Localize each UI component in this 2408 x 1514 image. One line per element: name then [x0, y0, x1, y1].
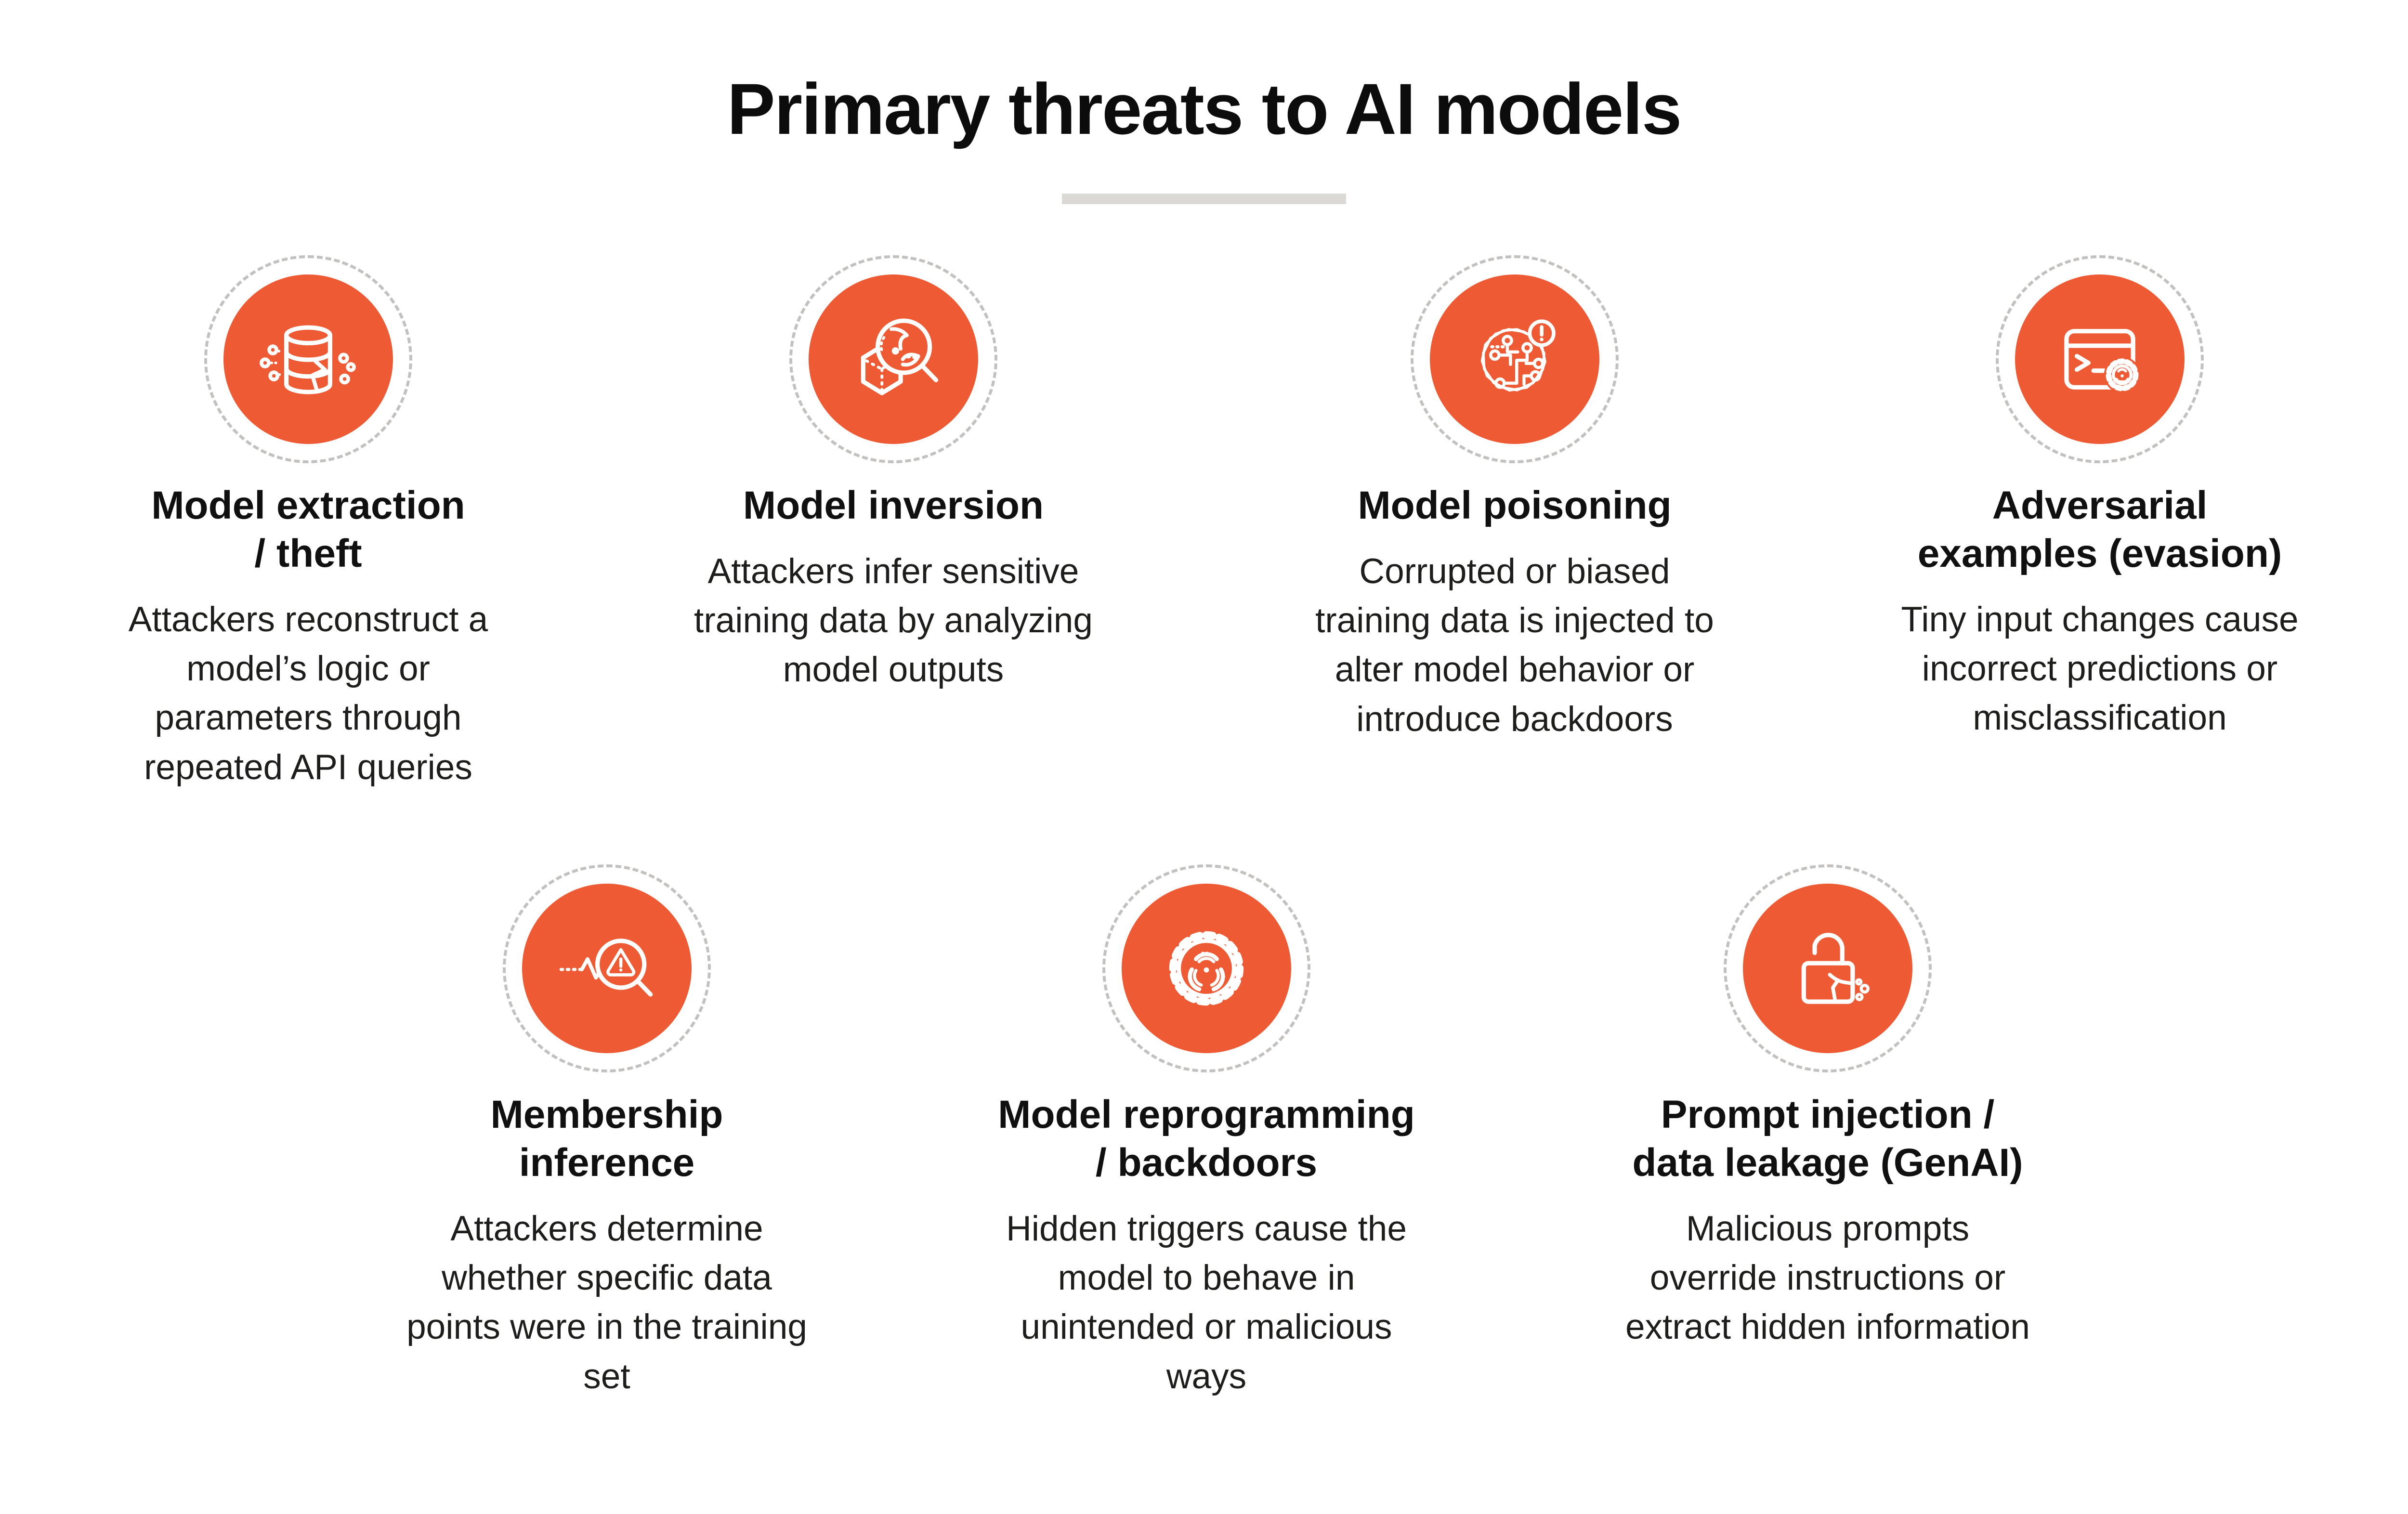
threat-title: Model poisoning	[1358, 483, 1672, 527]
page-title: Primary threats to AI models	[727, 68, 1682, 149]
threat-card-model-extraction: Model extraction / theft Attackers recon…	[19, 255, 597, 792]
threat-card-model-inversion: Model inversion Attackers infer sensitiv…	[604, 255, 1182, 695]
threat-title: Membership inference	[490, 1093, 723, 1185]
dotted-ring	[789, 255, 997, 463]
threat-description: Tiny input changes cause incorrect predi…	[1901, 600, 2299, 738]
threat-title: Model reprogramming / backdoors	[998, 1093, 1415, 1185]
icon-disc	[1743, 884, 1912, 1053]
icon-disc	[522, 884, 692, 1053]
icon-disc	[2015, 274, 2185, 444]
database-crack-icon	[260, 325, 356, 394]
threat-description: Corrupted or biased training data is inj…	[1315, 552, 1714, 739]
threat-title: Prompt injection / data leakage (GenAI)	[1632, 1093, 2023, 1185]
icon-disc	[223, 274, 393, 444]
title-divider	[1062, 194, 1346, 204]
threat-title: Model inversion	[743, 483, 1044, 527]
threat-card-model-poisoning: Model poisoning Corrupted or biased trai…	[1226, 255, 1804, 744]
broken-padlock-icon	[1801, 933, 1870, 1004]
threat-title: Adversarial examples (evasion)	[1917, 483, 2282, 576]
pulse-magnifier-warning-icon	[559, 939, 653, 997]
dotted-ring	[503, 864, 711, 1072]
icon-disc	[809, 274, 978, 444]
threat-description: Malicious prompts override instructions …	[1625, 1209, 2030, 1347]
threat-description: Attackers infer sensitive training data …	[694, 552, 1093, 690]
threat-card-adversarial-examples: Adversarial examples (evasion) Tiny inpu…	[1811, 255, 2389, 743]
dotted-ring	[1996, 255, 2204, 463]
threat-card-prompt-injection: Prompt injection / data leakage (GenAI) …	[1539, 864, 2117, 1352]
icon-disc	[1430, 274, 1599, 444]
threat-description: Attackers determine whether specific dat…	[406, 1209, 807, 1396]
magnifier-cube-icon	[861, 318, 939, 395]
dotted-ring	[204, 255, 412, 463]
threat-title: Model extraction / theft	[151, 483, 465, 576]
circuit-brain-alert-icon	[1480, 319, 1556, 392]
dotted-ring	[1411, 255, 1619, 463]
dotted-ring	[1724, 864, 1932, 1072]
gear-biohazard-icon	[1169, 931, 1244, 1006]
icon-disc	[1122, 884, 1291, 1053]
dotted-ring	[1102, 864, 1310, 1072]
terminal-biohazard-icon	[2064, 329, 2141, 393]
threat-card-membership-inference: Membership inference Attackers determine…	[318, 864, 896, 1401]
threat-description: Hidden triggers cause the model to behav…	[1006, 1209, 1407, 1396]
threat-card-model-reprogramming: Model reprogramming / backdoors Hidden t…	[917, 864, 1495, 1401]
threat-description: Attackers reconstruct a model’s logic or…	[128, 600, 488, 787]
